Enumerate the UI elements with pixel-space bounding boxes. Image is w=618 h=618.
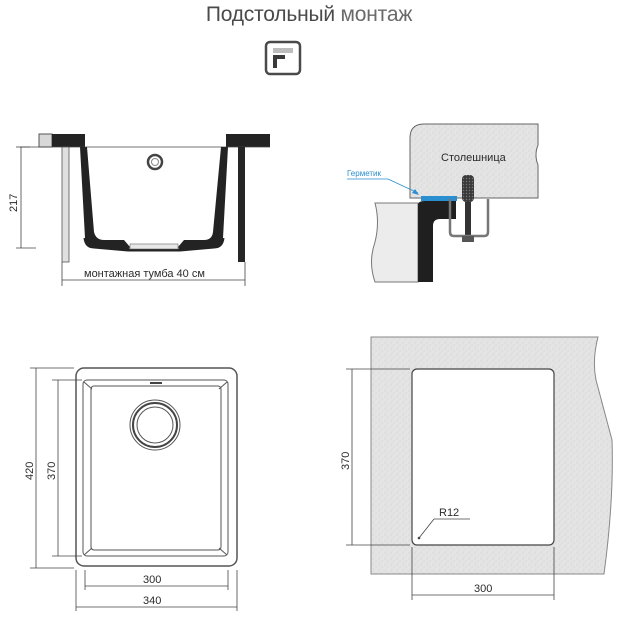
corner-radius-label: R12	[439, 507, 459, 519]
outer-width-dim: 340	[143, 595, 161, 607]
cutout-height-dim: 370	[340, 452, 352, 470]
inner-width-dim: 300	[143, 574, 161, 586]
page-title: Подстольный монтаж	[0, 3, 618, 27]
title-secondary: монтаж	[340, 3, 413, 26]
undermount-icon	[264, 40, 302, 76]
side-height-dim: 217	[8, 194, 20, 212]
cutout-template-view: 370 300 R12	[340, 336, 613, 600]
cabinet-width-label: монтажная тумба 40 см	[84, 268, 205, 280]
title-main: Подстольный	[205, 3, 335, 26]
sink-top-view: 420 370 300 340	[24, 367, 238, 611]
outer-height-dim: 420	[24, 462, 36, 480]
sealant-label: Герметик	[347, 169, 382, 178]
cutout-width-dim: 300	[474, 583, 492, 595]
side-view: 217 монтажная тумба 40 см	[8, 133, 270, 286]
countertop-label: Столешница	[441, 152, 507, 164]
mount-detail-view: Столешница Герметик	[347, 123, 539, 283]
inner-height-dim: 370	[46, 462, 58, 480]
